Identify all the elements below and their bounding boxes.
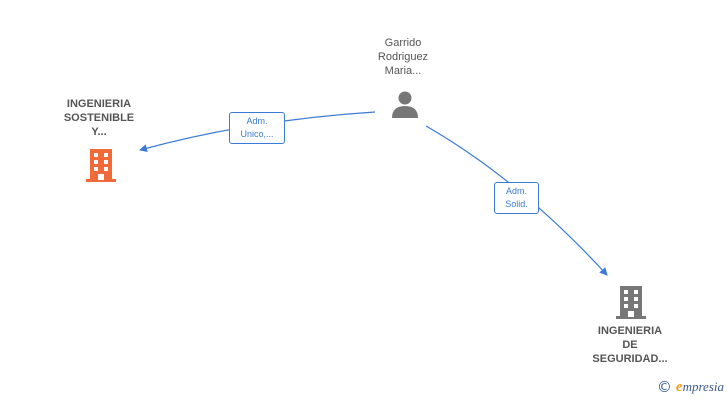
- company-left-line-2: SOSTENIBLE: [63, 112, 135, 124]
- person-icon[interactable]: [390, 90, 420, 120]
- brand-logo: empresia: [676, 379, 724, 396]
- company-right-line-2: DE: [622, 339, 638, 351]
- brand-name: mpresia: [682, 378, 724, 394]
- person-name-line-1: Garrido: [384, 37, 422, 49]
- person-name-line-3: Maria...: [384, 65, 422, 77]
- person-name[interactable]: Garrido Rodriguez Maria...: [355, 36, 451, 78]
- building-icon[interactable]: [615, 284, 647, 320]
- edge-label-left[interactable]: Adm. Unico,...: [229, 112, 285, 144]
- company-right-line-3: SEGURIDAD...: [592, 353, 668, 365]
- company-left-name[interactable]: INGENIERIA SOSTENIBLE Y...: [44, 97, 154, 139]
- building-icon[interactable]: [85, 147, 117, 183]
- edge-label-left-line-1: Adm.: [246, 116, 268, 126]
- edge-label-left-line-2: Unico,...: [240, 129, 274, 139]
- brand-initial: e: [675, 378, 683, 395]
- copyright-icon: ©: [656, 378, 672, 396]
- company-right-line-1: INGENIERIA: [597, 325, 663, 337]
- company-right-name[interactable]: INGENIERIA DE SEGURIDAD...: [575, 324, 685, 366]
- edge-label-right[interactable]: Adm. Solid.: [494, 182, 539, 214]
- person-name-line-2: Rodriguez: [377, 51, 429, 63]
- company-left-line-3: Y...: [91, 126, 107, 138]
- company-left-line-1: INGENIERIA: [66, 98, 132, 110]
- footer-brand[interactable]: © empresia: [657, 378, 724, 396]
- edge-label-right-line-2: Solid.: [505, 199, 528, 209]
- edge-label-right-line-1: Adm.: [505, 186, 527, 196]
